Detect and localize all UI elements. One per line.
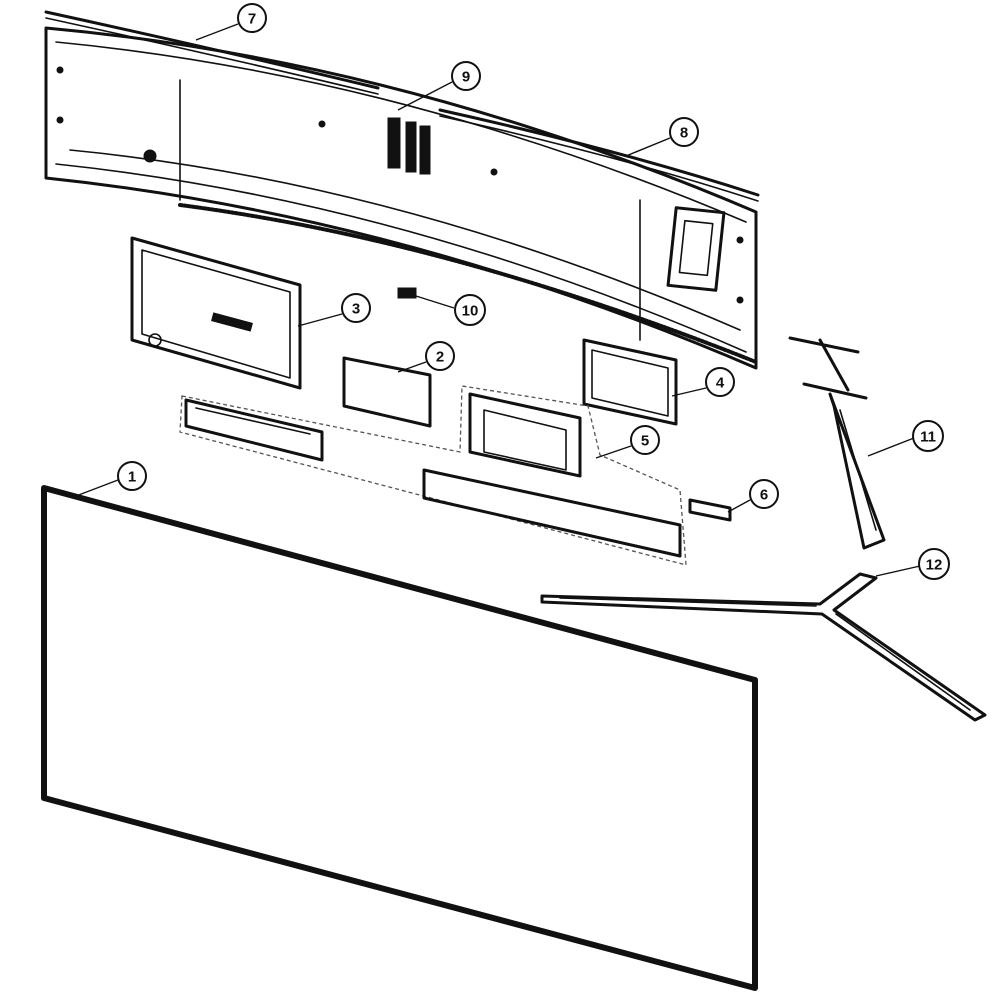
callout-1: 1: [117, 461, 147, 491]
part-label-sheet: [342, 356, 432, 428]
callout-10: 10: [454, 294, 486, 326]
part-main-board: [130, 236, 302, 390]
callout-9: 9: [451, 61, 481, 91]
part-sub-board: [582, 338, 678, 426]
callout-5-label: 5: [641, 433, 649, 450]
part-stand-neck: [788, 336, 886, 550]
callout-10-label: 10: [462, 303, 479, 320]
callout-8-label: 8: [680, 125, 688, 142]
callout-12: 12: [918, 548, 950, 580]
callout-9-label: 9: [462, 69, 470, 86]
part-center-bracket: [387, 117, 431, 175]
leader-lines: [75, 23, 921, 577]
callout-3: 3: [341, 293, 371, 323]
callout-4: 4: [705, 367, 735, 397]
callout-6-label: 6: [760, 487, 768, 504]
part-clip: [688, 498, 732, 522]
part-rear-cover: [44, 26, 758, 370]
callout-11-label: 11: [920, 429, 936, 446]
callout-11: 11: [912, 420, 944, 452]
callout-2-label: 2: [436, 349, 444, 366]
callout-2: 2: [425, 341, 455, 371]
part-connector: [397, 287, 417, 299]
callout-7-label: 7: [248, 11, 256, 28]
callout-1-label: 1: [128, 469, 136, 486]
callout-5: 5: [630, 425, 660, 455]
callout-8: 8: [669, 117, 699, 147]
callout-12-label: 12: [926, 557, 943, 574]
callout-3-label: 3: [352, 301, 360, 318]
part-panel: [41, 485, 758, 991]
part-stand-base: [540, 572, 987, 722]
callout-7: 7: [237, 3, 267, 33]
part-top-trim-left: [44, 10, 380, 95]
part-stand-bracket-assembly: [179, 385, 687, 566]
callout-4-label: 4: [716, 375, 725, 392]
callout-6: 6: [749, 479, 779, 509]
part-top-trim-right: [438, 108, 760, 202]
